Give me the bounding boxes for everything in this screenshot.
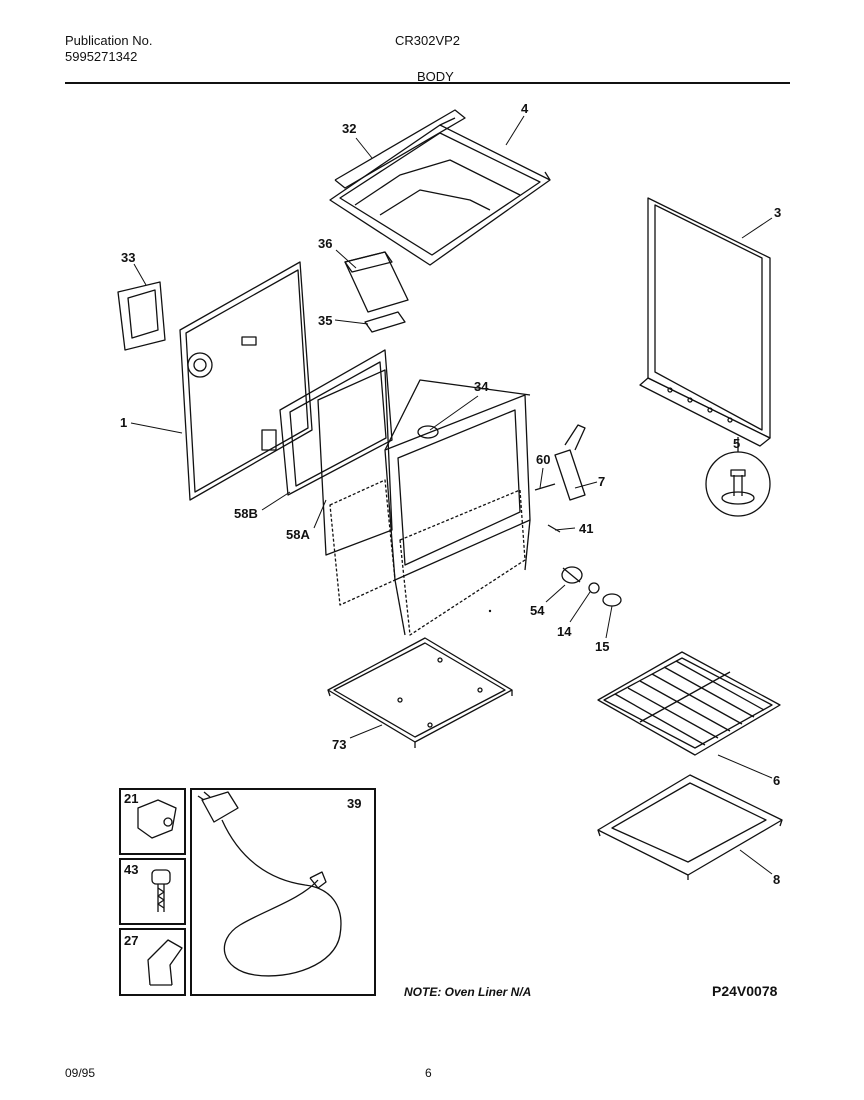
part-broiler-pan [597,774,783,880]
callout-21: 21 [124,791,139,806]
callout-41: 41 [579,521,594,536]
callout-60: 60 [536,452,551,467]
part-side-panel [639,197,771,447]
part-oven-cavity [329,379,531,636]
publication-number: 5995271342 [65,49,138,64]
footer-date: 09/95 [65,1066,96,1080]
callout-58B: 58B [234,506,258,521]
callout-33: 33 [121,250,136,265]
part-leveling-leg [705,437,771,517]
callout-35: 35 [318,313,333,328]
callout-54: 54 [530,603,545,618]
callout-5: 5 [733,436,741,451]
callout-1: 1 [120,415,128,430]
callout-43: 43 [124,862,139,877]
callout-4: 4 [521,101,529,116]
model-number: CR302VP2 [395,33,461,48]
part-top-frame [329,117,551,266]
page-number: 6 [425,1066,432,1080]
section-title: BODY [417,69,454,84]
callout-15: 15 [595,639,610,654]
callout-14: 14 [557,624,572,639]
callout-32: 32 [342,121,357,136]
part-vent-duct [344,251,409,333]
publication-label: Publication No. [65,33,153,48]
callout-8: 8 [773,872,781,887]
stray-dot [488,609,492,613]
part-bottom-panel [327,637,513,748]
callout-36: 36 [318,236,333,251]
callout-3: 3 [774,205,782,220]
part-oven-rack [597,651,781,756]
oven-liner-note: NOTE: Oven Liner N/A [404,985,532,999]
part-rail [334,109,466,189]
part-gasket-clip [417,425,439,439]
part-power-cord [197,791,342,977]
callout-34: 34 [474,379,489,394]
part-hinge [534,424,586,533]
callout-73: 73 [332,737,347,752]
part-clip [147,939,183,986]
part-back-panel [179,261,313,501]
part-bracket [117,281,166,351]
inset-box-clip [119,928,186,996]
leader-lines [130,115,773,875]
callout-27: 27 [124,933,139,948]
part-terminal-block [137,799,177,839]
inset-box-cord [190,788,376,996]
part-screw [151,869,171,912]
inset-box-terminal [119,788,186,855]
part-insulation [279,349,393,556]
callout-6: 6 [773,773,781,788]
callout-39: 39 [347,796,362,811]
callout-7: 7 [598,474,606,489]
part-lamp [561,566,622,607]
inset-box-screw [119,858,186,925]
callout-58A: 58A [286,527,310,542]
header-rule [65,82,790,84]
diagram-code: P24V0078 [712,983,778,999]
